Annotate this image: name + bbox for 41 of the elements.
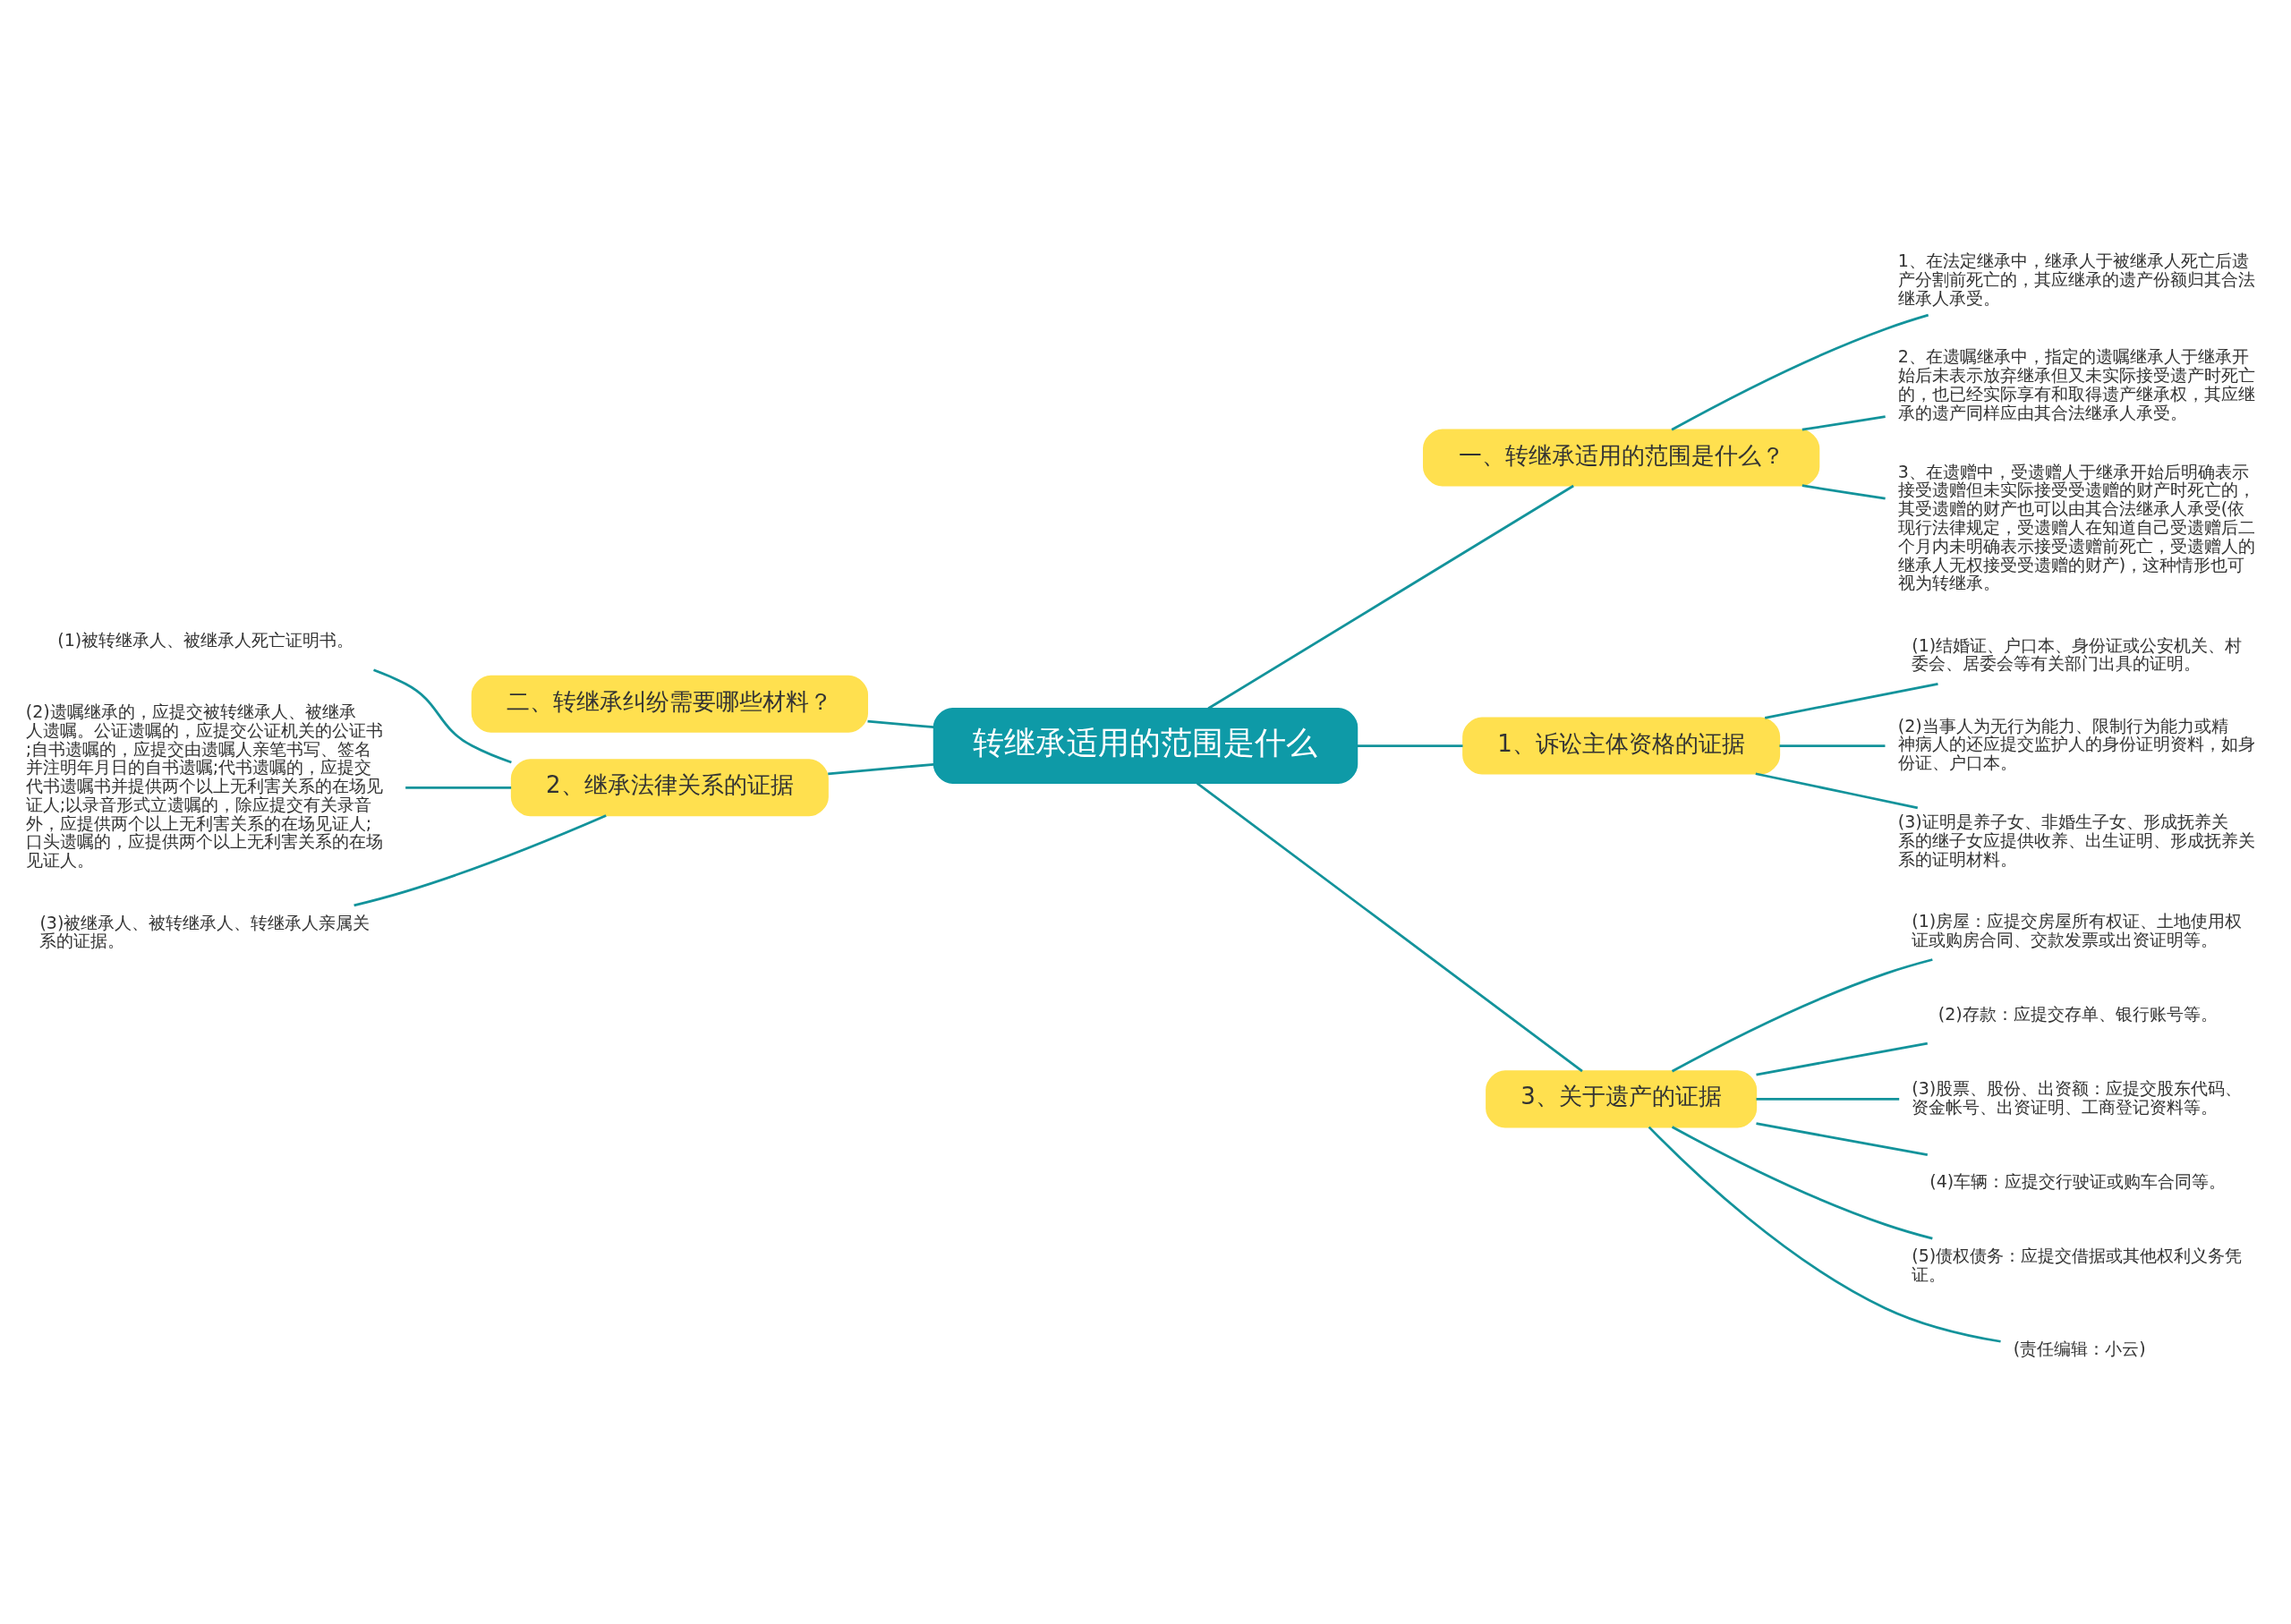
connector — [1801, 483, 1886, 500]
node-text: 1、在法定继承中，继承人于被继承人死亡后遗产分割前死亡的，其应继承的遗产份额归其合法继承人承受。 — [1897, 250, 2255, 308]
node-text: (3)股票、股份、出资额：应提交股东代码、资金帐号、出资证明、工商登记资料等。 — [1912, 1077, 2243, 1117]
node-text: 3、在遗赠中，受遗赠人于继承开始后明确表示接受遗赠但未实际接受受遗赠的财产时死亡的，其受遗赠的财产也可以由其合法继承人承受(依现行法律规定，受遗赠人在知道自己受遗赠后二个月内未明确表示接受遗赠前死亡，受遗赠人的继承人无权接受受遗赠的财产)，这种情形也可视为转继承。 — [1897, 461, 2255, 592]
node-text: 2、在遗嘱继承中，指定的遗嘱继承人于继承开始后未表示放弃继承但又未实际接受遗产时死亡的，也已经实际享有和取得遗产继承权，其应继承的遗产同样应由其合法继承人承受。 — [1897, 345, 2255, 422]
connector — [373, 667, 512, 763]
connector — [405, 786, 512, 789]
connector — [1801, 414, 1886, 431]
connector — [1648, 1126, 2001, 1343]
node-box: 一、转继承适用的范围是什么？ — [1422, 428, 1820, 486]
node-text: (2)遗嘱继承的，应提交被转继承人、被继承人遗嘱。公证遗嘱的，应提交公证机关的公证书;自书遗嘱的，应提交由遗嘱人亲笔书写、签名并注明年月日的自书遗嘱;代书遗嘱的，应提交代书遗嘱书并提供两个以上无利害关系的在场见证人;以录音形式立遗嘱的，除应提交有关录音外，应提供两个以上无利害关系的在场见证人;口头遗嘱的，应提供两个以上无利害关系的在场见证人。 — [25, 701, 383, 870]
node-text: (5)债权债务：应提交借据或其他权利义务凭证。 — [1912, 1245, 2243, 1284]
connector — [1207, 484, 1574, 710]
connector — [1756, 1121, 1929, 1156]
node-text: (2)当事人为无行为能力、限制行为能力或精神病人的还应提交监护人的身份证明资料，如身份证、户口本。 — [1897, 715, 2255, 772]
node-box: 2、继承法律关系的证据 — [510, 758, 829, 816]
connector — [828, 762, 934, 775]
node-text: (责任编辑：小云) — [2013, 1338, 2146, 1358]
connector — [1196, 781, 1583, 1072]
node-text: (4)车辆：应提交行驶证或购车合同等。 — [1929, 1170, 2227, 1191]
connector — [1755, 771, 1919, 809]
connector — [1671, 313, 1929, 430]
connector — [353, 813, 607, 906]
connector — [1779, 744, 1886, 747]
node-box: 1、诉讼主体资格的证据 — [1462, 717, 1781, 775]
node-text: (1)房屋：应提交房屋所有权证、土地使用权证或购房合同、交款发票或出资证明等。 — [1912, 910, 2243, 949]
node-text: (2)存款：应提交存单、银行账号等。 — [1938, 1003, 2218, 1024]
node-text: (3)证明是养子女、非婚生子女、形成抚养关系的继子女应提供收养、出生证明、形成抚养关系的证明材料。 — [1897, 811, 2255, 869]
node-box: 二、转继承纠纷需要哪些材料？ — [471, 675, 869, 733]
node-box: 3、关于遗产的证据 — [1486, 1069, 1758, 1127]
connector — [1357, 744, 1463, 747]
node-text: (3)被继承人、被转继承人、转继承人亲属关系的证据。 — [39, 912, 370, 950]
node-box: 转继承适用的范围是什么 — [933, 707, 1358, 784]
connector — [867, 719, 934, 728]
connector — [1764, 682, 1938, 719]
connector — [1671, 957, 1933, 1072]
node-text: (1)结婚证、户口本、身份证或公安机关、村委会、居委会等有关部门出具的证明。 — [1912, 634, 2243, 673]
connector — [1671, 1125, 1933, 1240]
connector — [1756, 1042, 1929, 1076]
node-text: (1)被转继承人、被继承人死亡证明书。 — [57, 629, 354, 650]
connector — [1756, 1097, 1900, 1101]
